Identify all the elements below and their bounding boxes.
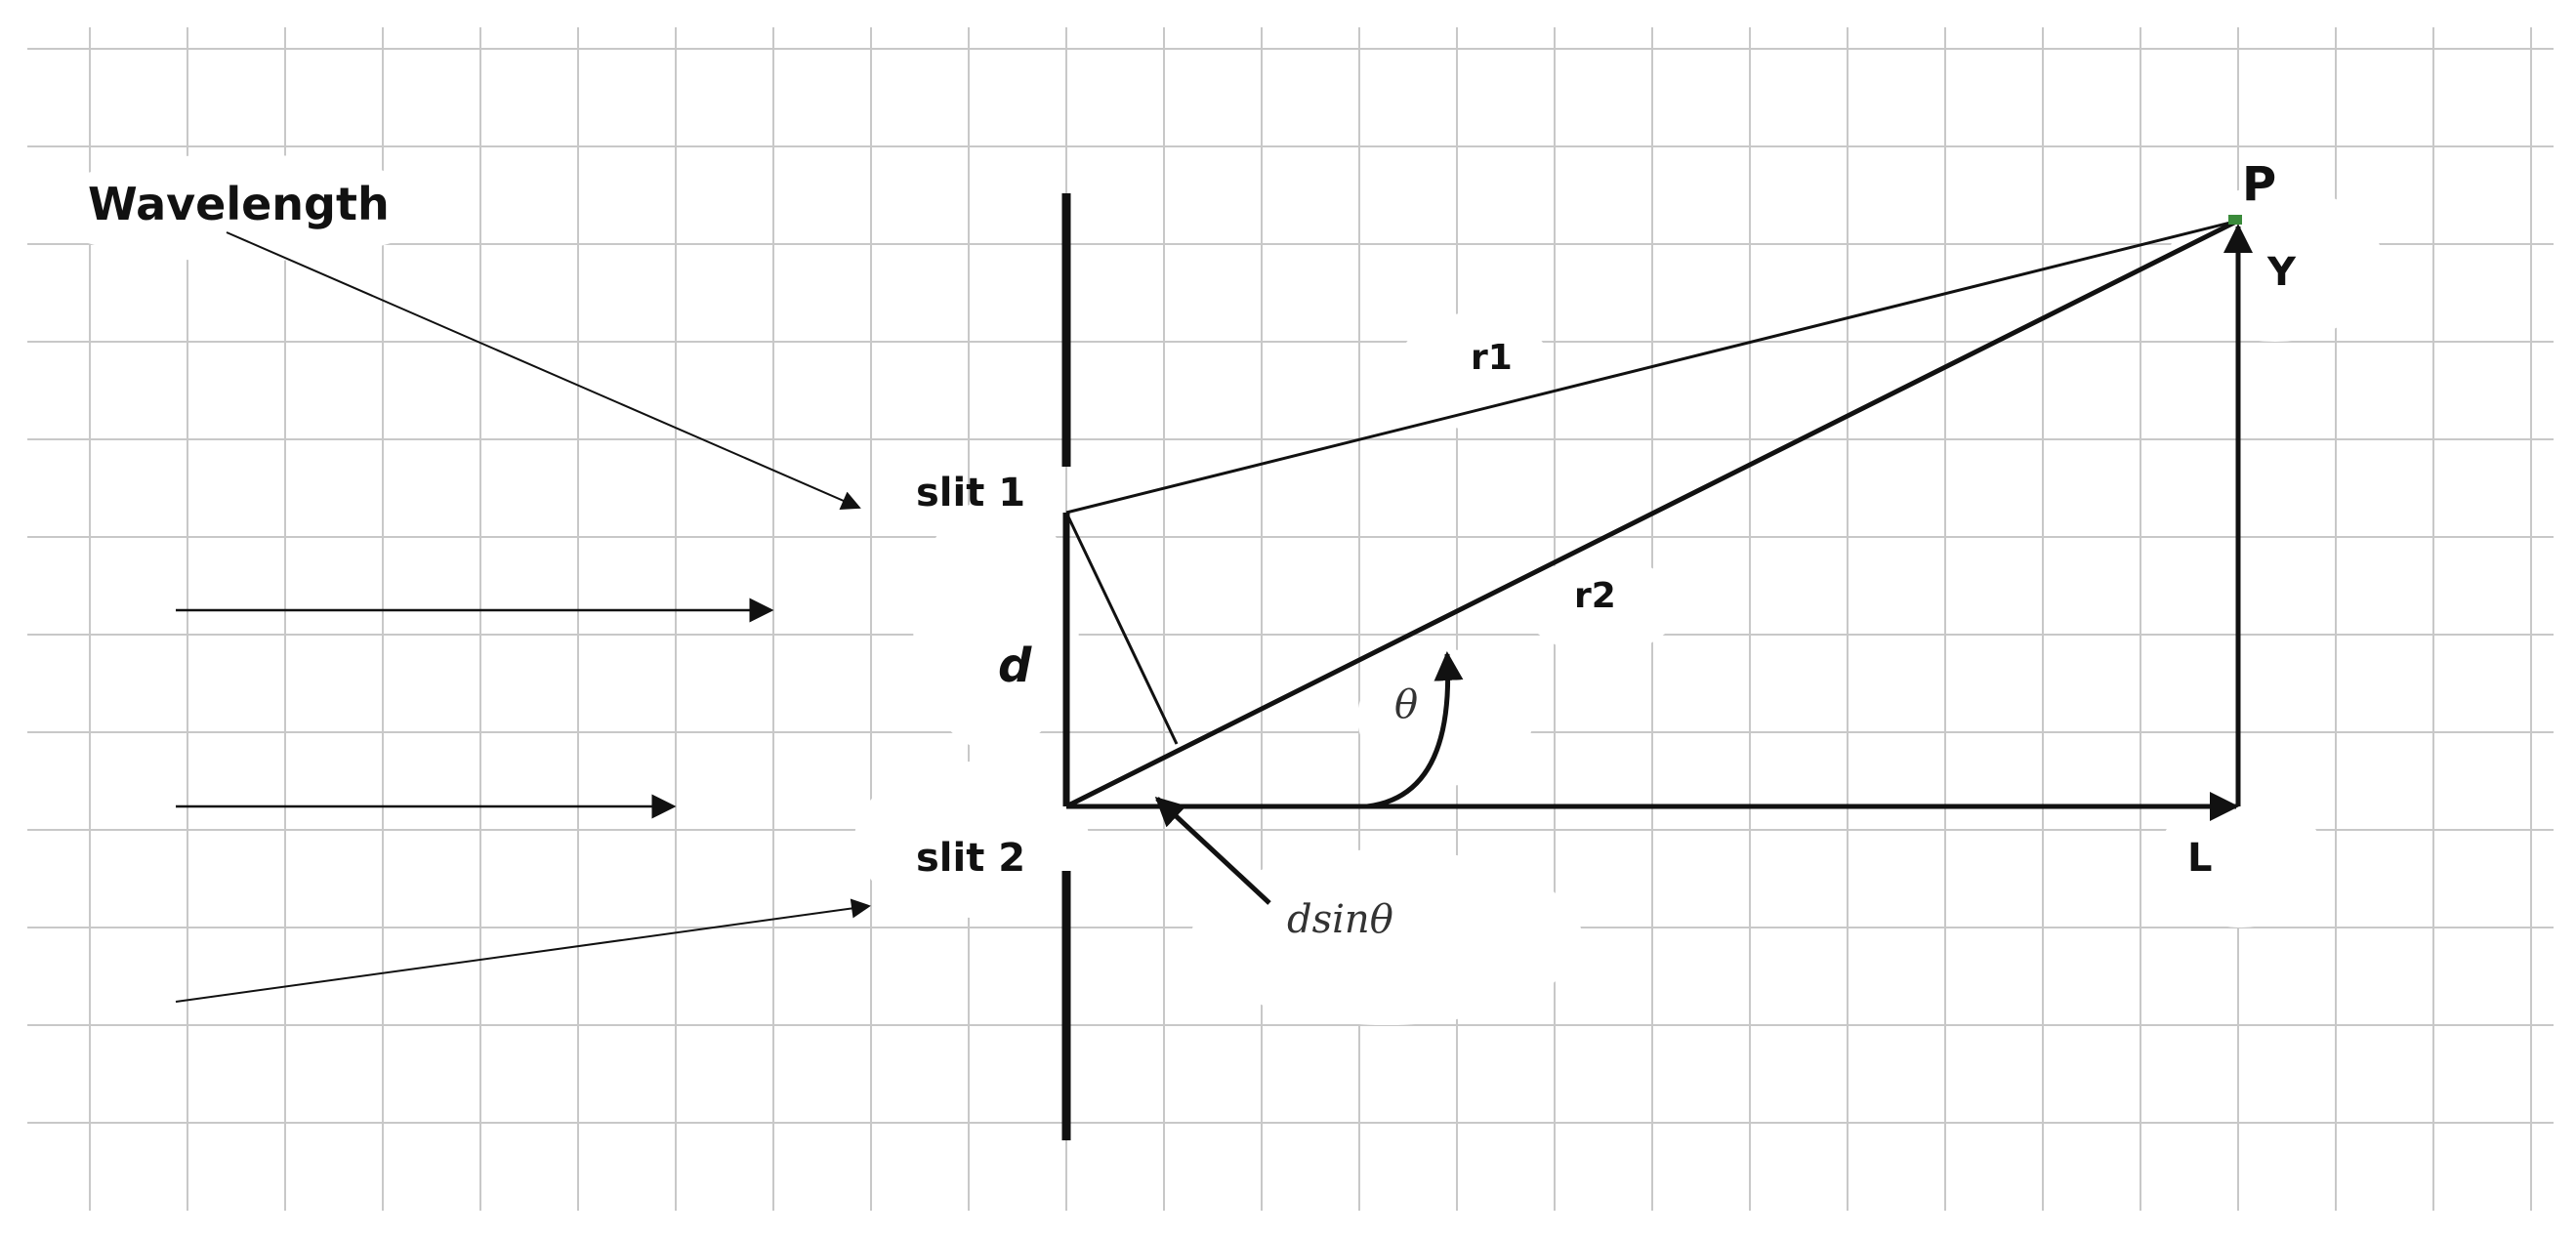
- theta-label: θ: [1394, 682, 1418, 727]
- dsintheta-label: dsinθ: [1287, 897, 1393, 942]
- d-label: d: [998, 639, 1032, 693]
- P-label: P: [2242, 157, 2276, 212]
- r1-label: r1: [1471, 338, 1513, 378]
- Y-label: Y: [2266, 250, 2297, 295]
- path-r2: [1064, 218, 2240, 809]
- dsintheta-pointer: [1154, 796, 1271, 905]
- slit1-label: slit 1: [916, 471, 1025, 515]
- theta-arc: [1366, 651, 1464, 809]
- perpendicular-line: [1064, 512, 1179, 745]
- incoming-ray-wavelength: [226, 231, 861, 510]
- point-P-marker: [2228, 215, 2242, 225]
- L-label: L: [2187, 836, 2213, 881]
- incoming-ray-3: [175, 898, 871, 1003]
- r2-label: r2: [1574, 576, 1616, 616]
- slit2-label: slit 2: [916, 836, 1025, 881]
- wavelength-label: Wavelength: [88, 178, 390, 230]
- path-r1: [1065, 219, 2239, 515]
